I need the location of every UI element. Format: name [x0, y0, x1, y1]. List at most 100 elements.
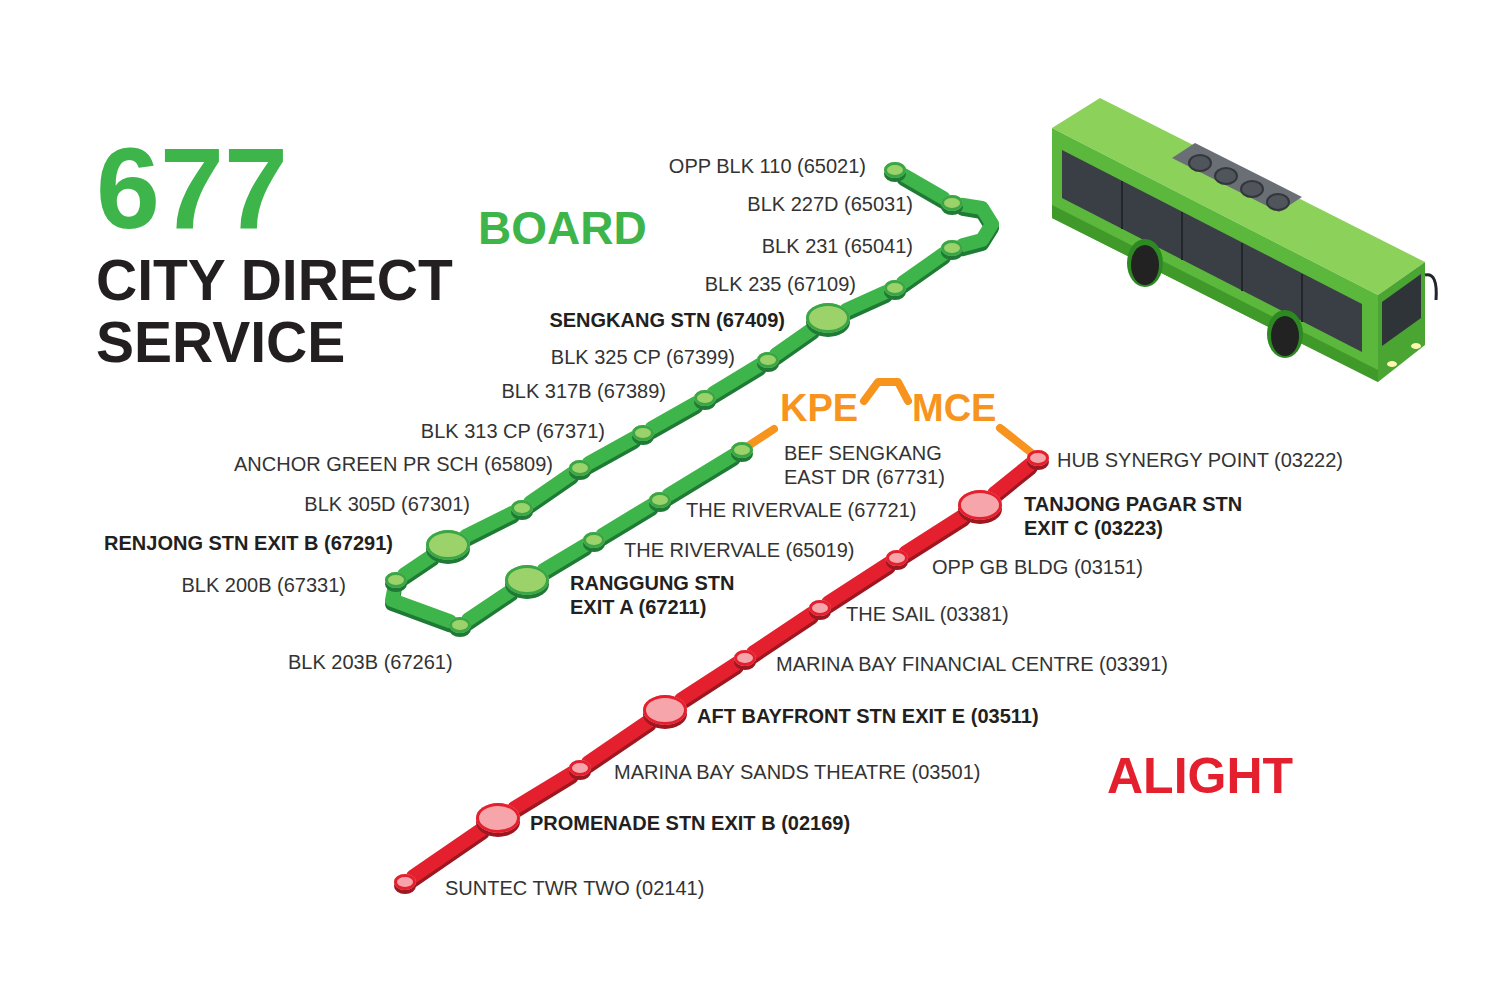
route-line: [753, 613, 812, 656]
stop-label: OPP BLK 110 (65021): [669, 154, 866, 178]
route-line-stroke: [753, 613, 812, 652]
bus-stop: MARINA BAY FINANCIAL CENTRE (03391): [734, 650, 756, 666]
route-line: [602, 505, 651, 539]
route-line: [530, 474, 572, 507]
route-line-stroke: [514, 773, 571, 808]
window-divider: [1121, 181, 1123, 229]
route-line: [681, 663, 737, 703]
bus-headlight: [1411, 343, 1421, 349]
bus-stop: BLK 231 (65041): [941, 240, 963, 256]
bus-windscreen: [1382, 274, 1421, 346]
route-line: [544, 545, 586, 574]
expressway-name: KPE: [780, 389, 858, 427]
wheel-arch: [1267, 310, 1303, 358]
stop-label: SUNTEC TWR TWO (02141): [445, 876, 704, 900]
bus-headlight: [1387, 361, 1397, 367]
bus-stop: BLK 227D (65031): [941, 195, 963, 211]
route-line-stroke: [468, 591, 511, 620]
route-line-stroke: [681, 663, 737, 699]
bus-stop: THE RIVERVALE (67721): [649, 492, 671, 508]
stop-label: THE RIVERVALE (67721): [686, 498, 916, 522]
route-line: [776, 329, 813, 359]
bus-mirror: [1425, 275, 1436, 300]
route-line-stroke: [668, 455, 733, 495]
bus-stop: BLK 235 (67109): [884, 280, 906, 296]
roof-vent: [1241, 181, 1263, 197]
service-name: CITY DIRECT SERVICE: [96, 249, 486, 373]
roof-vent: [1215, 168, 1237, 184]
route-line: [713, 365, 759, 397]
route-line-stroke: [828, 563, 889, 602]
route-number: 677: [96, 131, 288, 246]
stop-label: RENJONG STN EXIT B (67291): [104, 531, 393, 555]
stop-label: BLK 313 CP (67371): [421, 419, 605, 443]
interchange-stop: PROMENADE STN EXIT B (02169): [476, 803, 520, 833]
route-line: [905, 515, 964, 556]
route-line: [668, 455, 733, 499]
alight-heading: ALIGHT: [1107, 751, 1293, 801]
stop-label: BLK 317B (67389): [501, 379, 666, 403]
stop-label: SENGKANG STN (67409): [549, 308, 785, 332]
route-line-stroke: [466, 513, 513, 537]
stop-label: AFT BAYFRONT STN EXIT E (03511): [697, 704, 1039, 728]
stop-label: MARINA BAY SANDS THEATRE (03501): [614, 760, 980, 784]
route-line: [588, 721, 649, 767]
route-line: [466, 513, 513, 541]
stop-label: BEF SENGKANG EAST DR (67731): [784, 441, 979, 489]
route-line-stroke: [776, 329, 813, 355]
route-line: [589, 438, 635, 467]
expressway-link: [750, 382, 1030, 452]
bus-stop: BLK 305D (67301): [511, 500, 533, 516]
route-line: [994, 464, 1030, 498]
stop-label: MARINA BAY FINANCIAL CENTRE (03391): [776, 652, 1168, 676]
bus-stop: BLK 200B (67331): [385, 572, 407, 588]
bus-stop: ANCHOR GREEN PR SCH (65809): [569, 460, 591, 476]
route-line: [962, 205, 992, 249]
bus-stop: OPP GB BLDG (03151): [886, 550, 908, 566]
bus-stop: SUNTEC TWR TWO (02141): [394, 874, 416, 890]
board-heading: BOARD: [478, 205, 647, 251]
route-line: [846, 292, 885, 314]
bus-wheel: [1131, 245, 1159, 285]
route-line-stroke: [413, 829, 483, 877]
bus-stop: BLK 325 CP (67399): [757, 352, 779, 368]
wheel-arch: [1127, 239, 1163, 287]
expressway-name: MCE: [912, 389, 996, 427]
bus-stop: MARINA BAY SANDS THEATRE (03501): [569, 760, 591, 776]
stop-label: BLK 231 (65041): [762, 234, 913, 258]
route-line-stroke: [544, 545, 586, 570]
bus-stop: BLK 317B (67389): [694, 390, 716, 406]
stop-label: PROMENADE STN EXIT B (02169): [530, 811, 850, 835]
route-line-stroke: [588, 721, 649, 763]
bus-stop: THE SAIL (03381): [809, 600, 831, 616]
stop-label: BLK 325 CP (67399): [551, 345, 735, 369]
bus-side: [1052, 128, 1378, 382]
route-line-stroke: [713, 365, 759, 393]
window-divider: [1241, 243, 1243, 291]
roof-vent: [1267, 194, 1289, 210]
stop-label: BLK 235 (67109): [705, 272, 856, 296]
route-line-stroke: [962, 205, 992, 245]
route-line-stroke: [903, 254, 944, 283]
route-line: [392, 588, 450, 625]
bus-stop: BEF SENGKANG EAST DR (67731): [731, 442, 753, 458]
stop-label: RANGGUNG STN EXIT A (67211): [570, 571, 745, 619]
interchange-stop: RANGGUNG STN EXIT A (67211): [505, 565, 549, 595]
route-line-stroke: [994, 464, 1030, 494]
bus-front: [1378, 262, 1425, 382]
route-line: [468, 591, 511, 624]
route-line: [413, 829, 483, 881]
stop-label: TANJONG PAGAR STN EXIT C (03223): [1024, 492, 1264, 540]
route-line-stroke: [530, 474, 572, 503]
bus-stop: HUB SYNERGY POINT (03222): [1027, 450, 1049, 466]
roof-vent: [1189, 155, 1211, 171]
interchange-stop: RENJONG STN EXIT B (67291): [426, 530, 470, 560]
stop-label: THE SAIL (03381): [846, 602, 1009, 626]
route-line-stroke: [392, 588, 450, 621]
interchange-stop: SENGKANG STN (67409): [806, 303, 850, 333]
interchange-stop: AFT BAYFRONT STN EXIT E (03511): [643, 695, 687, 725]
stop-label: BLK 305D (67301): [304, 492, 470, 516]
stop-label: BLK 200B (67331): [181, 573, 346, 597]
stop-label: ANCHOR GREEN PR SCH (65809): [234, 452, 553, 476]
stop-label: BLK 227D (65031): [747, 192, 913, 216]
